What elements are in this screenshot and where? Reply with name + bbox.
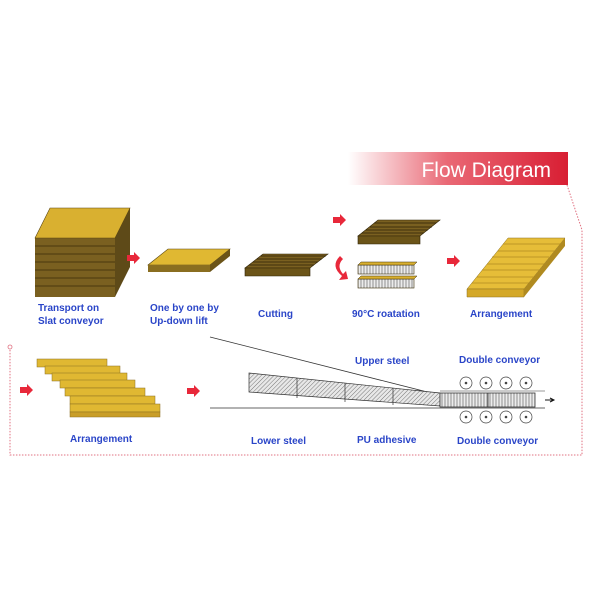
step-label: Slat conveyor [38, 316, 104, 327]
brick-arrangement-icon [36, 358, 161, 418]
step-label: Cutting [258, 309, 293, 320]
step-label: Arrangement [70, 434, 133, 445]
double-conveyor-label: Double conveyor [457, 436, 538, 447]
upper-steel-label: Upper steel [355, 356, 410, 367]
output-arrow-icon [545, 397, 556, 403]
step-label: One by one by [150, 303, 219, 314]
arrow-right-icon [187, 385, 200, 397]
lower-steel-label: Lower steel [251, 436, 306, 447]
stacked-boards-icon [34, 207, 131, 297]
page-title: Flow Diagram [421, 159, 551, 182]
title-banner [348, 152, 568, 185]
step-label: Up-down lift [150, 316, 208, 327]
arrow-right-icon [447, 255, 460, 267]
arrow-right-icon [333, 214, 346, 226]
step-label: Transport on [38, 303, 99, 314]
arranged-strips-icon [466, 237, 566, 298]
dotted-frame [9, 184, 583, 456]
panel-feed [248, 372, 441, 407]
strips-top-icon [357, 219, 441, 245]
step-label: Arrangement [470, 309, 533, 320]
double-conveyor-label: Double conveyor [459, 355, 540, 366]
upper-steel-line [209, 336, 456, 400]
step-label: 90°C roatation [352, 309, 420, 320]
pu-adhesive-label: PU adhesive [357, 435, 417, 446]
frame-end-marker [7, 344, 13, 350]
rotated-strips-icon [357, 261, 418, 289]
cut-strips-icon [244, 253, 329, 277]
single-board-icon [147, 248, 231, 272]
rotate-arrow-icon [335, 256, 348, 280]
pressed-panel [439, 392, 536, 408]
arrow-right-icon [20, 384, 33, 396]
